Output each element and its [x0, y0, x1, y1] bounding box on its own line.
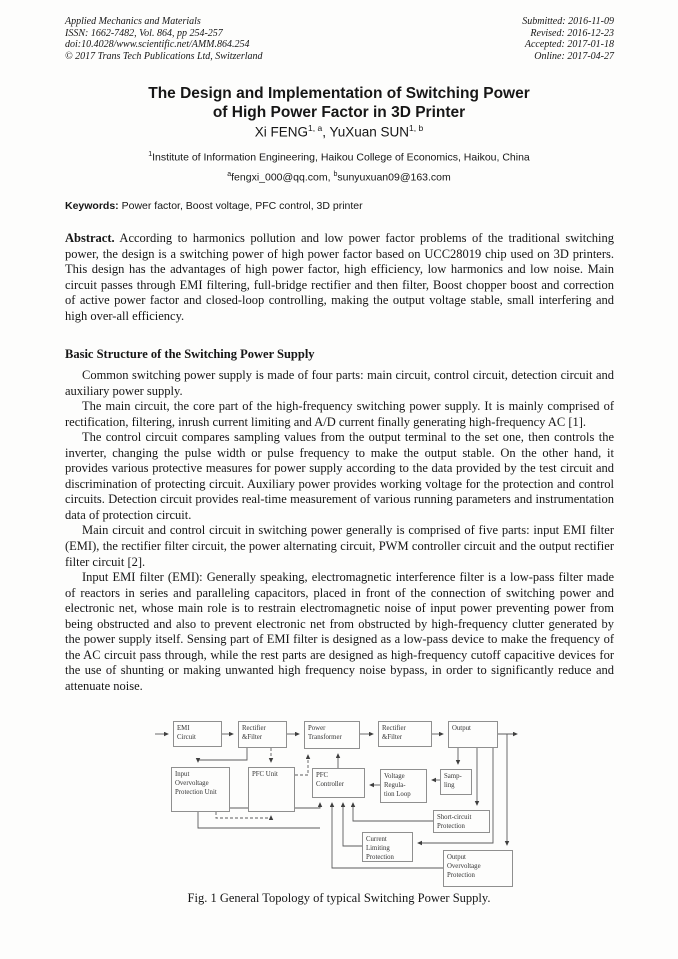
- email-1-address: fengxi_000@qq.com: [231, 171, 328, 184]
- journal-doi: doi:10.4028/www.scientific.net/AMM.864.2…: [65, 39, 250, 50]
- abstract-label: Abstract.: [65, 231, 115, 245]
- diagram-connectors: [155, 731, 518, 869]
- author-separator: ,: [322, 124, 330, 140]
- author-1-name: Xi FENG: [254, 124, 309, 140]
- paragraph-1: Common switching power supply is made of…: [65, 368, 614, 398]
- journal-copyright: © 2017 Trans Tech Publications Ltd, Swit…: [65, 50, 263, 62]
- author-2-superscript: 1, b: [409, 123, 424, 133]
- journal-header: Applied Mechanics and Materials ISSN: 16…: [65, 16, 614, 62]
- journal-header-right: Submitted: 2016-11-09 Revised: 2016-12-2…: [522, 16, 614, 62]
- diagram-box-pfc-controller: PFC Controller: [312, 768, 365, 798]
- paragraph-2: The main circuit, the core part of the h…: [65, 399, 614, 429]
- paragraph-4: Main circuit and control circuit in swit…: [65, 523, 614, 569]
- journal-name: Applied Mechanics and Materials: [65, 16, 201, 27]
- abstract-text: According to harmonics pollution and low…: [65, 231, 614, 323]
- keywords-line: Keywords: Power factor, Boost voltage, P…: [65, 200, 614, 212]
- diagram-box-emi-circuit: EMI Circuit: [173, 721, 222, 747]
- author-line: Xi FENG1, a, YuXuan SUN1, b: [0, 123, 678, 140]
- diagram-box-current-limiting: Current Limiting Protection: [362, 832, 413, 862]
- journal-issn: ISSN: 1662-7482, Vol. 864, pp 254-257: [65, 27, 223, 39]
- submitted-date: Submitted: 2016-11-09: [522, 16, 614, 27]
- author-1-superscript: 1, a: [308, 123, 323, 133]
- diagram-box-input-overvoltage: Input Overvoltage Protection Unit: [171, 767, 230, 812]
- diagram-box-voltage-regulation: Voltage Regula- tion Loop: [380, 769, 427, 803]
- section-heading: Basic Structure of the Switching Power S…: [65, 347, 315, 361]
- diagram-box-pfc-unit: PFC Unit: [248, 767, 295, 812]
- paper-title-line2: of High Power Factor in 3D Printer: [212, 104, 466, 121]
- email-1-superscript: a: [227, 171, 232, 178]
- diagram-box-power-transformer: Power Transformer: [304, 721, 360, 749]
- paragraph-3: The control circuit compares sampling va…: [65, 430, 614, 522]
- diagram-box-rectifier-filter-2: Rectifier &Filter: [378, 721, 432, 747]
- keywords-text: Power factor, Boost voltage, PFC control…: [118, 200, 363, 212]
- diagram-box-sampling: Samp- ling: [440, 769, 472, 795]
- figure-1-diagram: EMI Circuit Rectifier &Filter Power Tran…: [155, 713, 525, 893]
- affiliation-line: 1Institute of Information Engineering, H…: [0, 151, 678, 164]
- diagram-box-output: Output: [448, 721, 498, 748]
- email-2-address: sunyuxuan09@163.com: [337, 171, 451, 184]
- paragraph-5: Input EMI filter (EMI): Generally speaki…: [65, 570, 614, 693]
- revised-date: Revised: 2016-12-23: [530, 27, 614, 39]
- body-text: Common switching power supply is made of…: [65, 368, 614, 694]
- email-separator: ,: [327, 171, 334, 184]
- affiliation-text: Institute of Information Engineering, Ha…: [152, 151, 530, 164]
- author-2-name: YuXuan SUN: [329, 124, 410, 140]
- diagram-box-output-overvoltage: Output Overvoltage Protection: [443, 850, 513, 887]
- journal-header-left: Applied Mechanics and Materials ISSN: 16…: [65, 16, 263, 62]
- email-2-superscript: b: [333, 171, 338, 178]
- paper-title: The Design and Implementation of Switchi…: [0, 84, 678, 122]
- affiliation-superscript: 1: [148, 151, 153, 158]
- figure-1-caption: Fig. 1 General Topology of typical Switc…: [187, 891, 491, 905]
- paper-title-line1: The Design and Implementation of Switchi…: [148, 85, 530, 102]
- accepted-date: Accepted: 2017-01-18: [524, 39, 614, 50]
- abstract: Abstract. According to harmonics polluti…: [65, 231, 614, 324]
- diagram-box-short-circuit: Short-circuit Protection: [433, 810, 490, 833]
- diagram-box-rectifier-filter-1: Rectifier &Filter: [238, 721, 287, 748]
- online-date: Online: 2017-04-27: [534, 50, 614, 62]
- keywords-label: Keywords:: [65, 200, 119, 212]
- email-line: afengxi_000@qq.com, bsunyuxuan09@163.com: [0, 171, 678, 184]
